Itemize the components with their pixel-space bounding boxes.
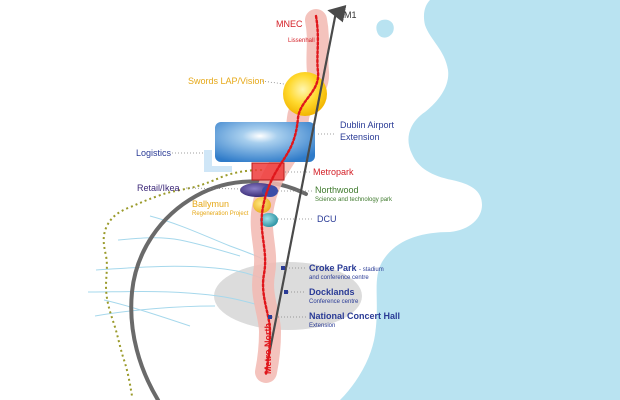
ballymun-ellipse [253,197,271,213]
croke-park-label: Croke Park - stadium [309,263,384,274]
croke-park-suffix: - stadium [359,267,384,273]
station-croke-park [281,266,285,270]
station-national-concert-hall [268,315,272,319]
leader-lines [172,80,336,318]
northwood-label: Northwood [315,185,359,195]
docklands-label: Docklands [309,287,355,297]
sea [340,0,620,400]
station-docklands [284,290,288,294]
docklands-sub-label: Conference centre [309,299,359,305]
swords-label: Swords LAP/Vision [188,76,265,86]
lissenhall-label: Lissenhall [288,38,315,44]
airport-label-line2: Extension [340,132,380,142]
metropark-label: Metropark [313,167,354,177]
city-centre-area [214,262,362,330]
m1-motorway [266,5,347,361]
nch-label: National Concert Hall [309,311,401,321]
croke-park-sub-label: and conference centre [309,275,369,281]
ring-road-m50 [129,179,308,400]
northwood-sub-label: Science and technology park [315,197,393,203]
nch-sub-label: Extension [309,323,336,329]
m1-label: M1 [344,10,357,20]
airport-label-line1: Dublin Airport [340,120,395,130]
retail-ikea-label: Retail/Ikea [137,183,180,193]
ballymun-sub-label: Regeneration Project [192,211,249,217]
metropark-box [251,162,285,181]
metro-north-line [260,14,320,376]
ballymun-label: Ballymun [192,199,230,209]
dublin-airport-extension [215,122,315,162]
mnec-label: MNEC [276,19,303,29]
coast-islet [376,19,394,38]
dcu-label: DCU [317,214,337,224]
croke-park-name: Croke Park [309,263,357,273]
logistics-bracket [204,150,232,172]
logistics-label: Logistics [136,148,172,158]
metro-north-label: Metro North [263,323,273,374]
dcu-ellipse [260,213,278,227]
county-boundary [102,169,263,397]
